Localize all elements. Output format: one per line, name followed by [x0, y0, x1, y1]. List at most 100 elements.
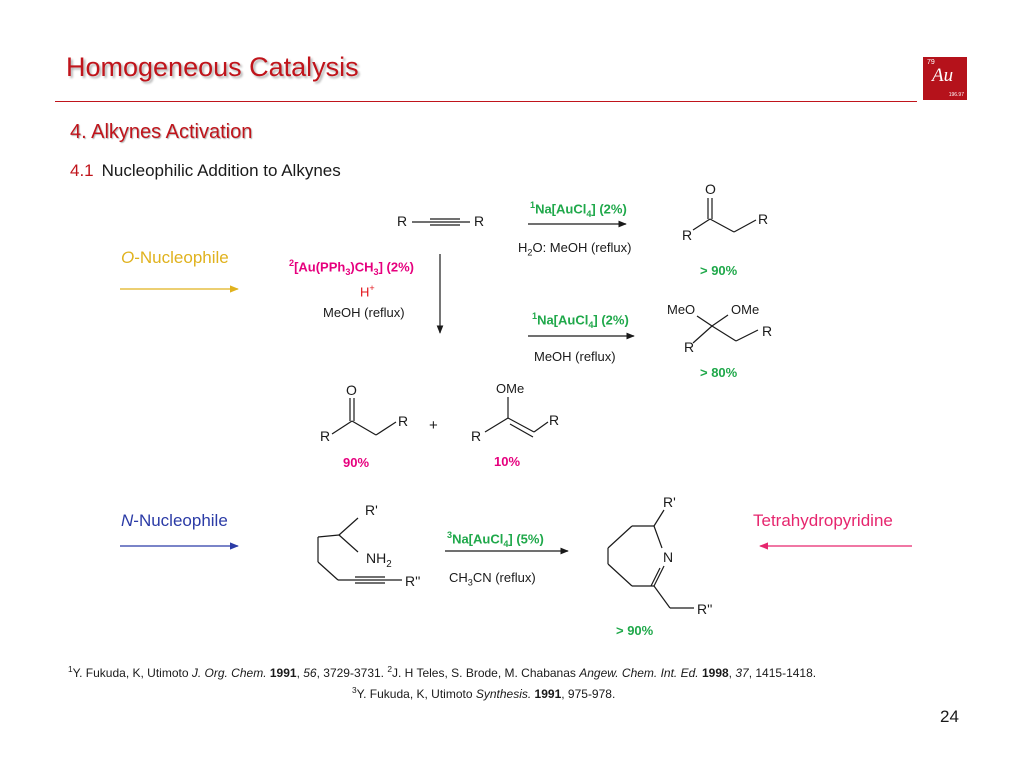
ref1-pages: , 3729-3731. — [316, 666, 384, 680]
ketal-catalyst-sub: 4 — [588, 319, 594, 330]
o-nucleophile-prefix: O — [121, 248, 135, 267]
ketone-90-oxygen: O — [346, 382, 357, 398]
ketal-catalyst: 1Na[AuCl4] (2%) — [532, 311, 629, 330]
ref3-sup: 3 — [352, 685, 357, 695]
section-heading: 4. Alkynes Activation — [70, 121, 253, 143]
ref1-journal: J. Org. Chem. — [191, 666, 267, 680]
substrate-r-double-prime: R'' — [405, 573, 421, 589]
substrate-r-prime: R' — [365, 502, 378, 518]
ketone-90-r-left: R — [320, 428, 331, 444]
hydration-catalyst-sub: 4 — [586, 208, 592, 219]
teles-catalyst-a: [Au(PPh — [294, 259, 346, 275]
ref2-volume: 37 — [735, 666, 749, 680]
tetrahydropyridine-ring-bonds — [607, 509, 694, 609]
hydration-catalyst-text: Na[AuCl — [535, 201, 587, 217]
enol-ome: OMe — [496, 381, 525, 396]
ketone-r-right: R — [758, 211, 769, 227]
ref2-journal: Angew. Chem. Int. Ed. — [579, 666, 699, 680]
hydration-solvent: H2O: MeOH (reflux) — [518, 240, 631, 258]
ketone-oxygen: O — [705, 181, 716, 197]
hydration-solvent-h: H — [518, 240, 528, 255]
enol-r-right: R — [549, 412, 560, 428]
hydration-solvent-sub: 2 — [527, 247, 533, 258]
ref1-authors: Y. Fukuda, K, Utimoto — [72, 666, 192, 680]
ref1-sup: 1 — [68, 664, 73, 674]
cyclization-yield: > 90% — [616, 623, 654, 638]
cyclization-catalyst-sub: 4 — [503, 538, 509, 549]
ketone-r-left: R — [682, 227, 693, 243]
teles-solvent: MeOH (reflux) — [323, 305, 405, 320]
cyclization-ref-sup: 3 — [447, 530, 453, 540]
cyclization-solvent-sub: 3 — [467, 577, 473, 588]
cyclization-catalyst-end: ] (5%) — [508, 531, 544, 547]
ketal-meo: MeO — [667, 302, 696, 317]
enol-yield: 10% — [494, 454, 521, 469]
references-line-2: 3Y. Fukuda, K, Utimoto Synthesis. 1991, … — [352, 685, 615, 701]
tetrahydropyridine-label: Tetrahydropyridine — [753, 511, 893, 530]
product-nitrogen: N — [663, 549, 674, 565]
teles-catalyst-b: )CH — [350, 259, 374, 275]
teles-catalyst-c: ] (2%) — [378, 259, 414, 275]
substrate-nh-sub: 2 — [386, 558, 392, 570]
ref2-sup: 2 — [387, 664, 393, 674]
teles-sub-a: 3 — [345, 266, 351, 277]
ketal-solvent: MeOH (reflux) — [534, 349, 616, 364]
logo-mass: 196.97 — [948, 92, 964, 98]
aminoalkyne-bonds — [317, 517, 402, 584]
ketone-yield: 90% — [343, 455, 370, 470]
ketal-yield: > 80% — [700, 365, 738, 380]
ketal-r-left: R — [684, 339, 695, 355]
ref2-year: 1998 — [701, 666, 729, 680]
logo-atomic-number: 79 — [927, 59, 935, 66]
ketal-ref-sup: 1 — [532, 311, 538, 321]
ketone-90-bonds — [331, 398, 397, 436]
ref3-pages: , 975-978. — [561, 687, 616, 701]
ketone-90-r-right: R — [398, 413, 409, 429]
ref3-journal: Synthesis. — [475, 687, 532, 701]
hydration-catalyst: 1Na[AuCl4] (2%) — [530, 200, 627, 219]
gold-element-logo: 79 Au 196.97 — [923, 57, 967, 100]
ref2-pages: , 1415-1418. — [748, 666, 817, 680]
page-number: 24 — [940, 707, 959, 726]
enol-ether-bonds — [484, 397, 549, 438]
hydration-catalyst-end: ] (2%) — [591, 201, 627, 217]
slide-title: Homogeneous Catalysis — [66, 52, 359, 82]
alkyne-r-right: R — [474, 213, 485, 229]
plus-sign: + — [429, 417, 438, 434]
cyclization-solvent-b: CN (reflux) — [472, 570, 536, 585]
cyclization-solvent: CH3CN (reflux) — [449, 570, 536, 588]
acid-plus: + — [369, 283, 375, 293]
hydration-solvent-rest: O: MeOH (reflux) — [532, 240, 632, 255]
ref3-year: 1991 — [534, 687, 562, 701]
n-nucleophile-suffix: -Nucleophile — [133, 511, 228, 530]
cyclization-catalyst-text: Na[AuCl — [452, 531, 504, 547]
title-divider — [55, 101, 917, 102]
alkyne-r-left: R — [397, 213, 408, 229]
ketal-ome: OMe — [731, 302, 760, 317]
teles-ref-sup: 2 — [289, 258, 295, 268]
o-nucleophile-label: O-Nucleophile — [121, 248, 229, 268]
substrate-nh2: NH2 — [366, 550, 392, 570]
alkyne-triple-bond — [412, 218, 470, 226]
teles-sub-b: 3 — [373, 266, 379, 277]
ketone-product-bonds — [692, 198, 757, 233]
teles-catalyst: 2[Au(PPh3)CH3] (2%) — [289, 258, 414, 277]
o-nucleophile-suffix: -Nucleophile — [134, 248, 229, 267]
hydration-ref-sup: 1 — [530, 200, 536, 210]
ketal-r-right: R — [762, 323, 773, 339]
ketal-catalyst-text: Na[AuCl — [537, 312, 589, 328]
ref1-year: 1991 — [269, 666, 297, 680]
ketal-product-bonds — [692, 314, 759, 344]
n-nucleophile-prefix: N — [121, 511, 134, 530]
ketal-catalyst-end: ] (2%) — [593, 312, 629, 328]
acid-cocatalyst: H+ — [360, 283, 375, 299]
logo-symbol: Au — [932, 65, 954, 86]
subsection-number: 4.1 — [70, 161, 94, 180]
references-line-1: 1Y. Fukuda, K, Utimoto J. Org. Chem. 199… — [68, 664, 817, 680]
product-r-prime: R' — [663, 494, 676, 510]
ref2-authors: J. H Teles, S. Brode, M. Chabanas — [392, 666, 580, 680]
enol-r-left: R — [471, 428, 482, 444]
substrate-nh: NH — [366, 550, 387, 566]
